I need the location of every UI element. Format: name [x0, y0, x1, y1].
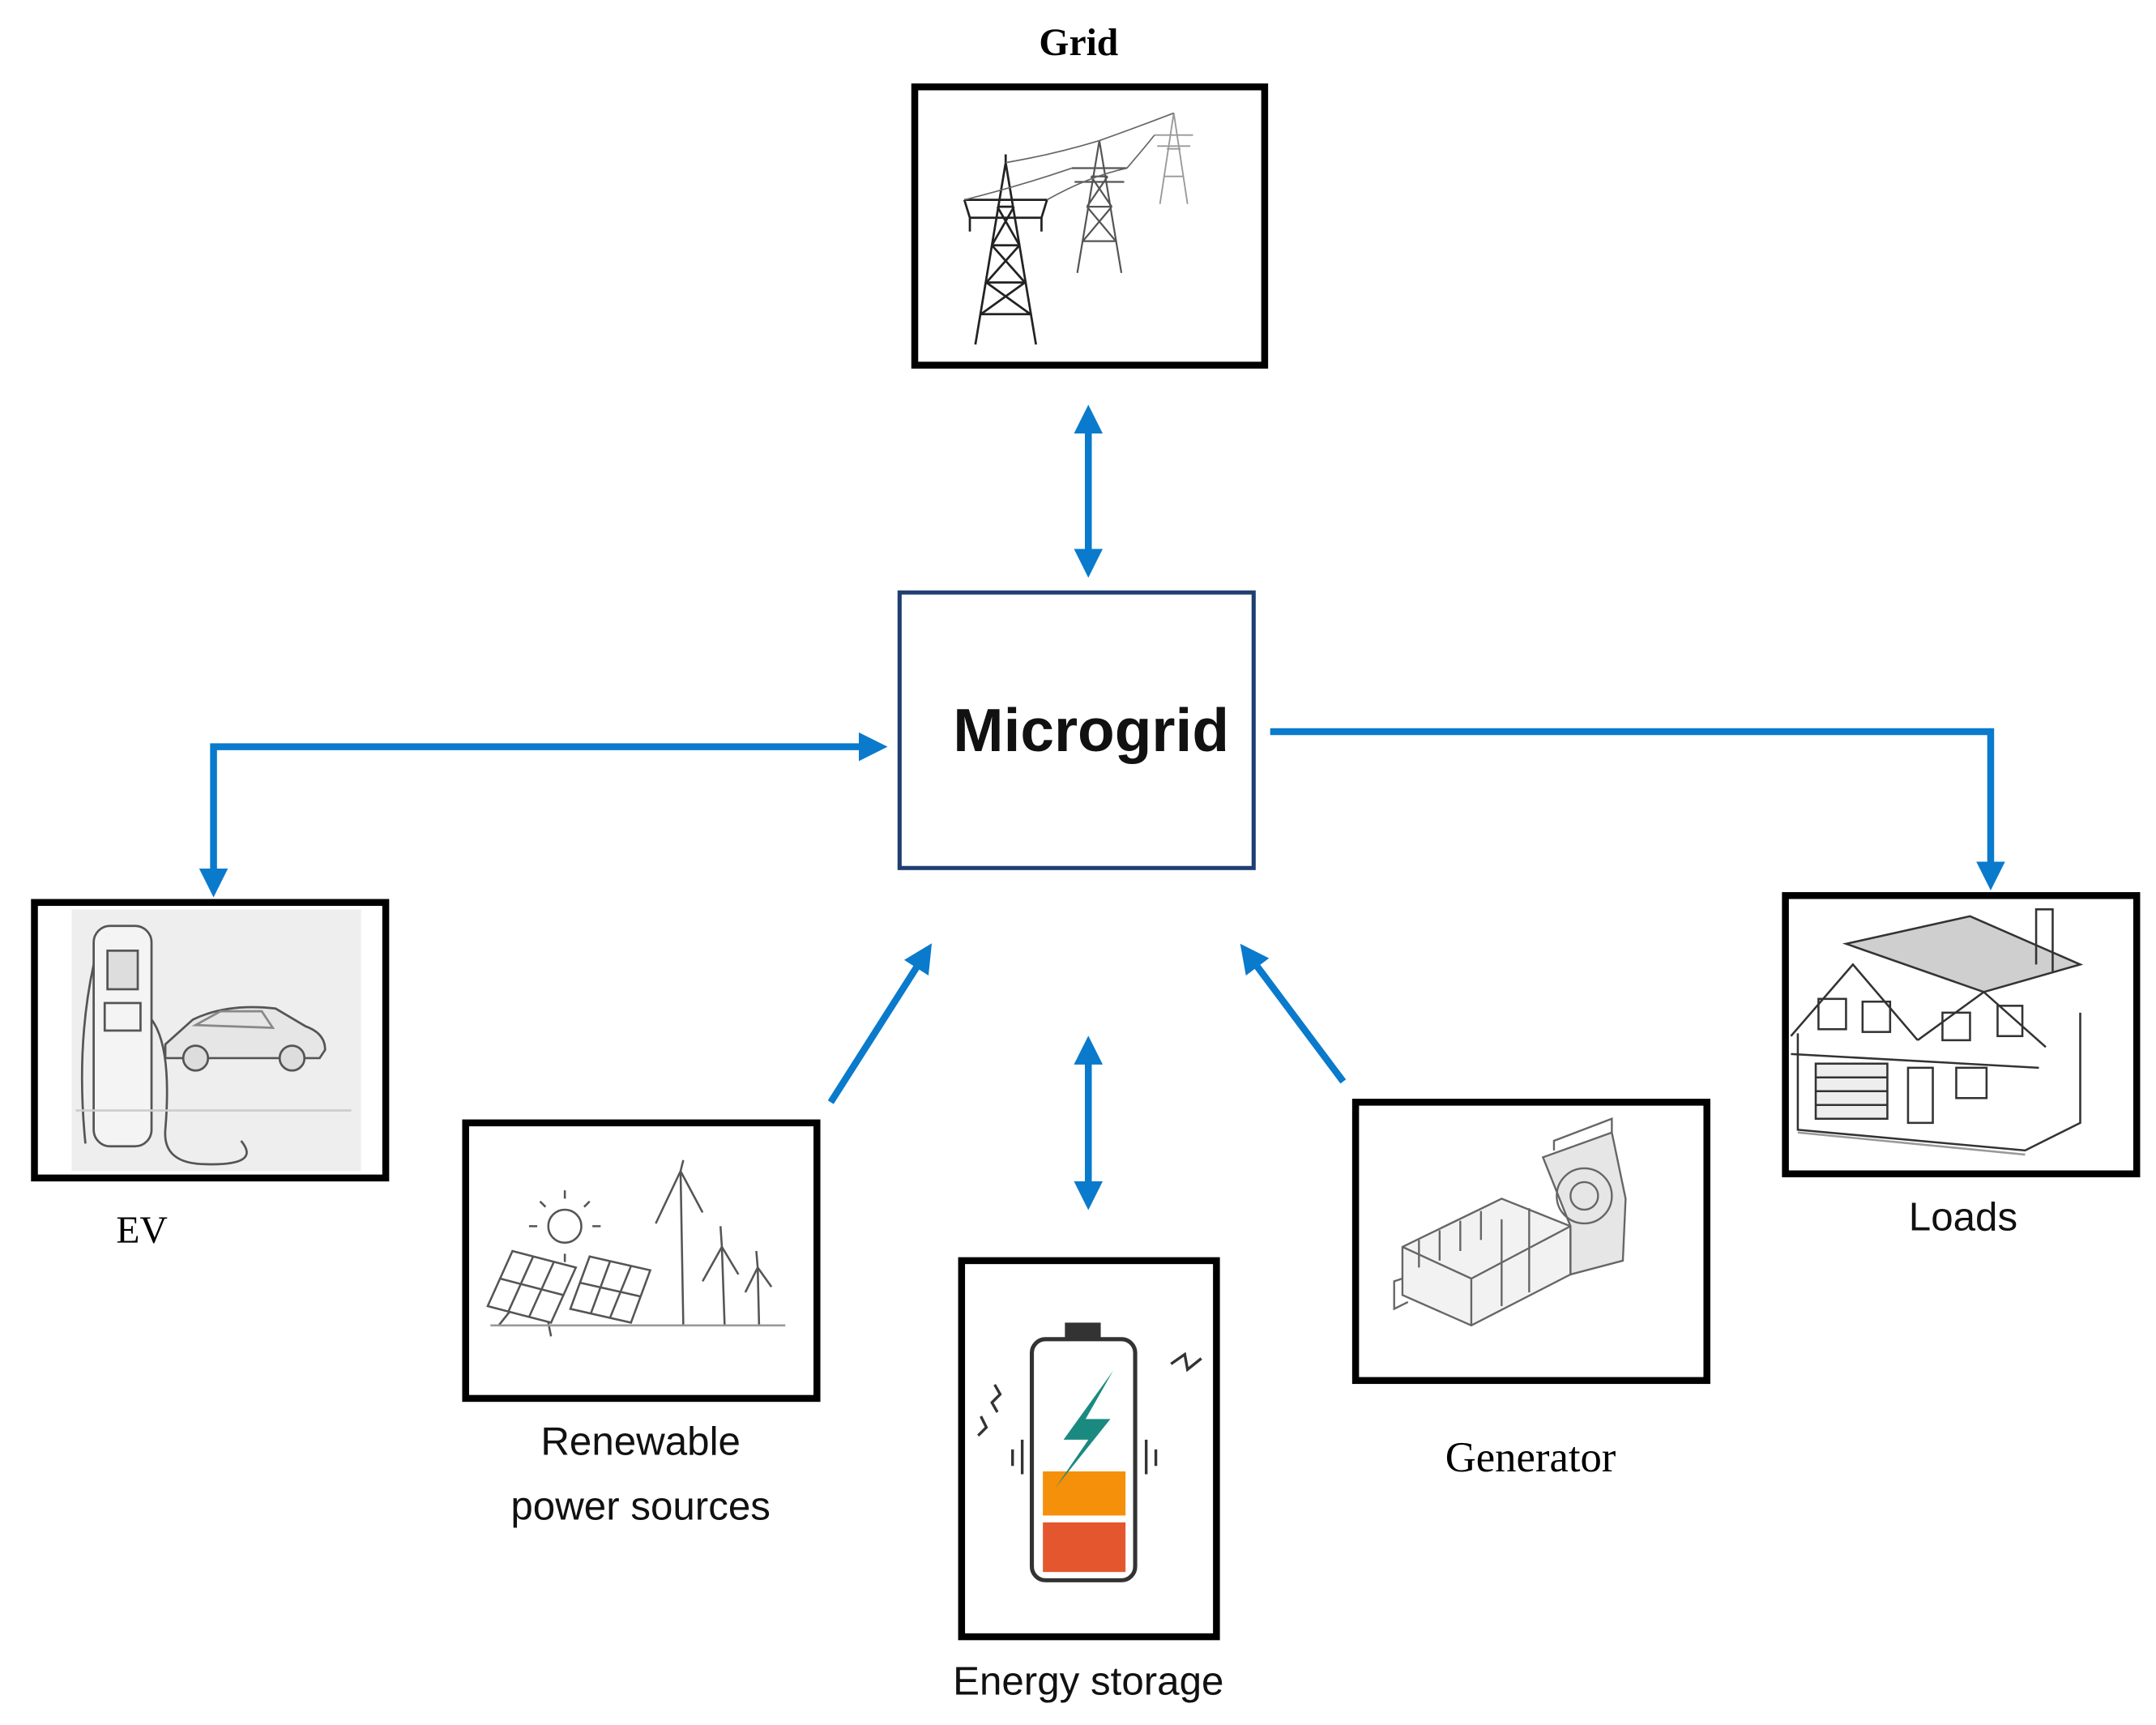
storage-label: Energy storage [953, 1659, 1223, 1703]
renewable-label-line2: power sources [510, 1484, 771, 1529]
storage-node: Energy storage [953, 1257, 1223, 1703]
transmission-tower-icon [963, 112, 1193, 345]
microgrid-box [897, 590, 1256, 870]
ev-charger-icon [75, 924, 352, 1166]
house-icon [1790, 908, 2084, 1156]
generator-label: Generator [1445, 1434, 1616, 1481]
ev-label: EV [116, 1210, 167, 1252]
renewable-box [462, 1119, 821, 1403]
loads-label: Loads [1909, 1194, 2017, 1239]
ev-node: EV [31, 899, 390, 1252]
renewable-node: Renewable power sources [462, 1119, 821, 1529]
renewable-label-line1: Renewable [540, 1420, 741, 1464]
microgrid-label: Microgrid [953, 696, 1229, 764]
grid-node: Grid [911, 22, 1269, 369]
generator-icon [1393, 1117, 1627, 1327]
solar-wind-icon [486, 1159, 786, 1337]
battery-icon [977, 1322, 1202, 1582]
arrow-renewable-microgrid [827, 943, 933, 1104]
grid-label: Grid [1039, 22, 1118, 64]
bolt-icon [1055, 1370, 1113, 1488]
arrow-ev-microgrid [199, 732, 888, 898]
generator-node: Generator [1351, 1099, 1710, 1481]
loads-node: Loads [1782, 892, 2141, 1239]
grid-box [911, 83, 1269, 369]
microgrid-node: Microgrid [897, 590, 1256, 870]
connection-arrows [199, 404, 2005, 1210]
arrow-microgrid-loads [1270, 728, 2005, 891]
arrow-generator-microgrid [1240, 943, 1347, 1084]
